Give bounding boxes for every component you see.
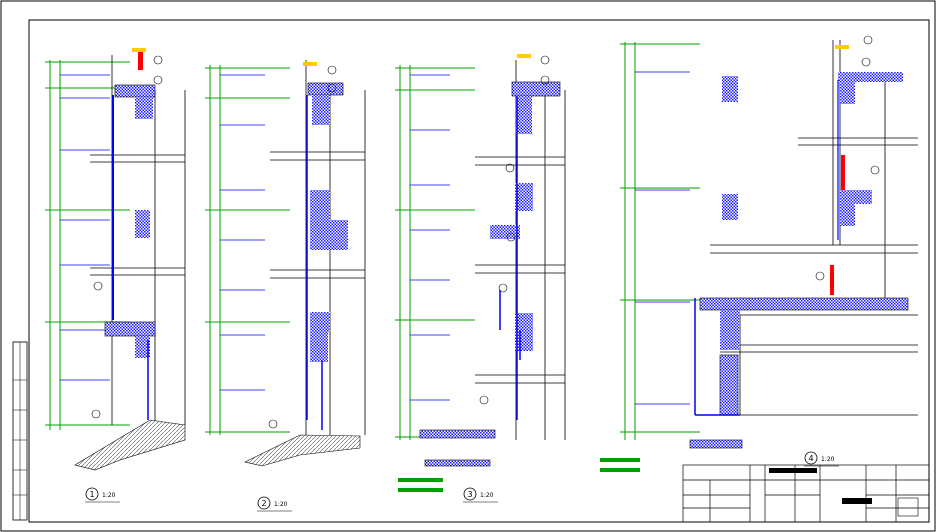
inner-frame bbox=[28, 19, 930, 523]
title-block bbox=[682, 464, 930, 523]
left-margin-stamp-lines bbox=[13, 342, 27, 520]
detail-1 bbox=[45, 48, 186, 471]
detail-3-number: 3 bbox=[467, 490, 472, 499]
detail-1-label: 1 1:20 bbox=[85, 487, 120, 503]
detail-4-number: 4 bbox=[808, 454, 813, 463]
title-block-drawing-bar bbox=[842, 498, 872, 504]
detail-2-scale: 1:20 bbox=[274, 501, 288, 508]
detail-2 bbox=[205, 60, 366, 467]
detail-3-number-circle bbox=[463, 487, 477, 501]
detail-3 bbox=[395, 54, 566, 492]
detail-2-number-circle bbox=[257, 496, 271, 510]
detail-1-number: 1 bbox=[89, 490, 94, 499]
title-block-name-bar bbox=[769, 468, 817, 473]
detail-2-number: 2 bbox=[261, 499, 266, 508]
detail-4-label: 4 1:20 bbox=[804, 451, 839, 467]
title-block-logo bbox=[897, 497, 919, 517]
detail-4 bbox=[600, 35, 918, 472]
detail-4-scale: 1:20 bbox=[821, 456, 835, 463]
detail-4-number-circle bbox=[804, 451, 818, 465]
detail-3-label: 3 1:20 bbox=[463, 487, 498, 503]
detail-1-number-circle bbox=[85, 487, 99, 501]
detail-2-label: 2 1:20 bbox=[257, 496, 292, 512]
detail-1-scale: 1:20 bbox=[102, 492, 116, 499]
detail-3-scale: 1:20 bbox=[480, 492, 494, 499]
